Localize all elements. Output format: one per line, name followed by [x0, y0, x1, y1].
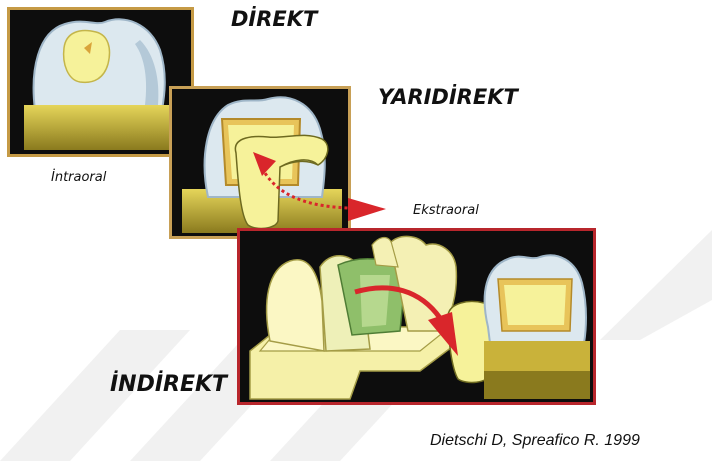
extraoral-label: Ekstraoral	[413, 203, 479, 218]
dental-model-icon	[240, 231, 593, 402]
direct-label: DİREKT	[231, 7, 317, 31]
intraoral-label: İntraoral	[51, 170, 106, 185]
citation: Dietschi D, Spreafico R. 1999	[430, 432, 640, 450]
semi-direct-restoration-panel	[169, 86, 351, 239]
tooth-with-filling-icon	[10, 10, 191, 154]
indirect-restoration-panel	[237, 228, 596, 405]
direct-restoration-panel	[7, 7, 194, 157]
tooth-with-inlay-icon	[172, 89, 348, 236]
semi-direct-label: YARIDİREKT	[378, 85, 518, 109]
indirect-label: İNDİREKT	[110, 372, 227, 397]
